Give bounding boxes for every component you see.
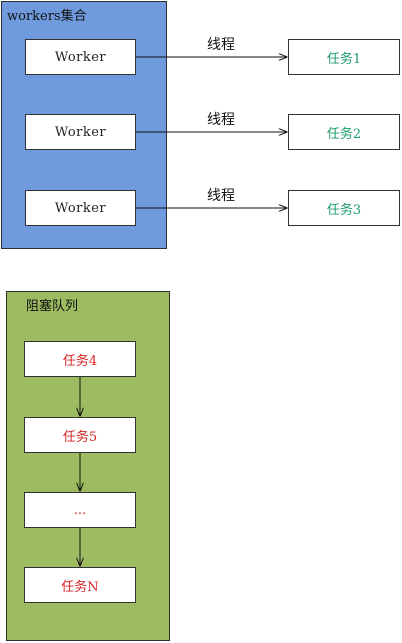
task-box-3: 任务3 xyxy=(288,190,400,226)
queue-item-2: 任务5 xyxy=(24,417,136,453)
worker-box-2: Worker xyxy=(25,114,136,150)
worker-box-1: Worker xyxy=(25,39,136,75)
thread-label-1: 线程 xyxy=(207,37,235,53)
thread-label-3: 线程 xyxy=(207,188,235,204)
thread-label-2: 线程 xyxy=(207,112,235,128)
queue-item-ellipsis: ... xyxy=(24,492,136,528)
queue-item-n: 任务N xyxy=(24,567,136,603)
worker-box-3: Worker xyxy=(25,190,136,226)
task-box-2: 任务2 xyxy=(288,114,400,150)
task-box-1: 任务1 xyxy=(288,39,400,75)
queue-item-1: 任务4 xyxy=(24,341,136,377)
workers-group-title: workers集合 xyxy=(7,9,87,24)
queue-group-title: 阻塞队列 xyxy=(26,299,79,314)
